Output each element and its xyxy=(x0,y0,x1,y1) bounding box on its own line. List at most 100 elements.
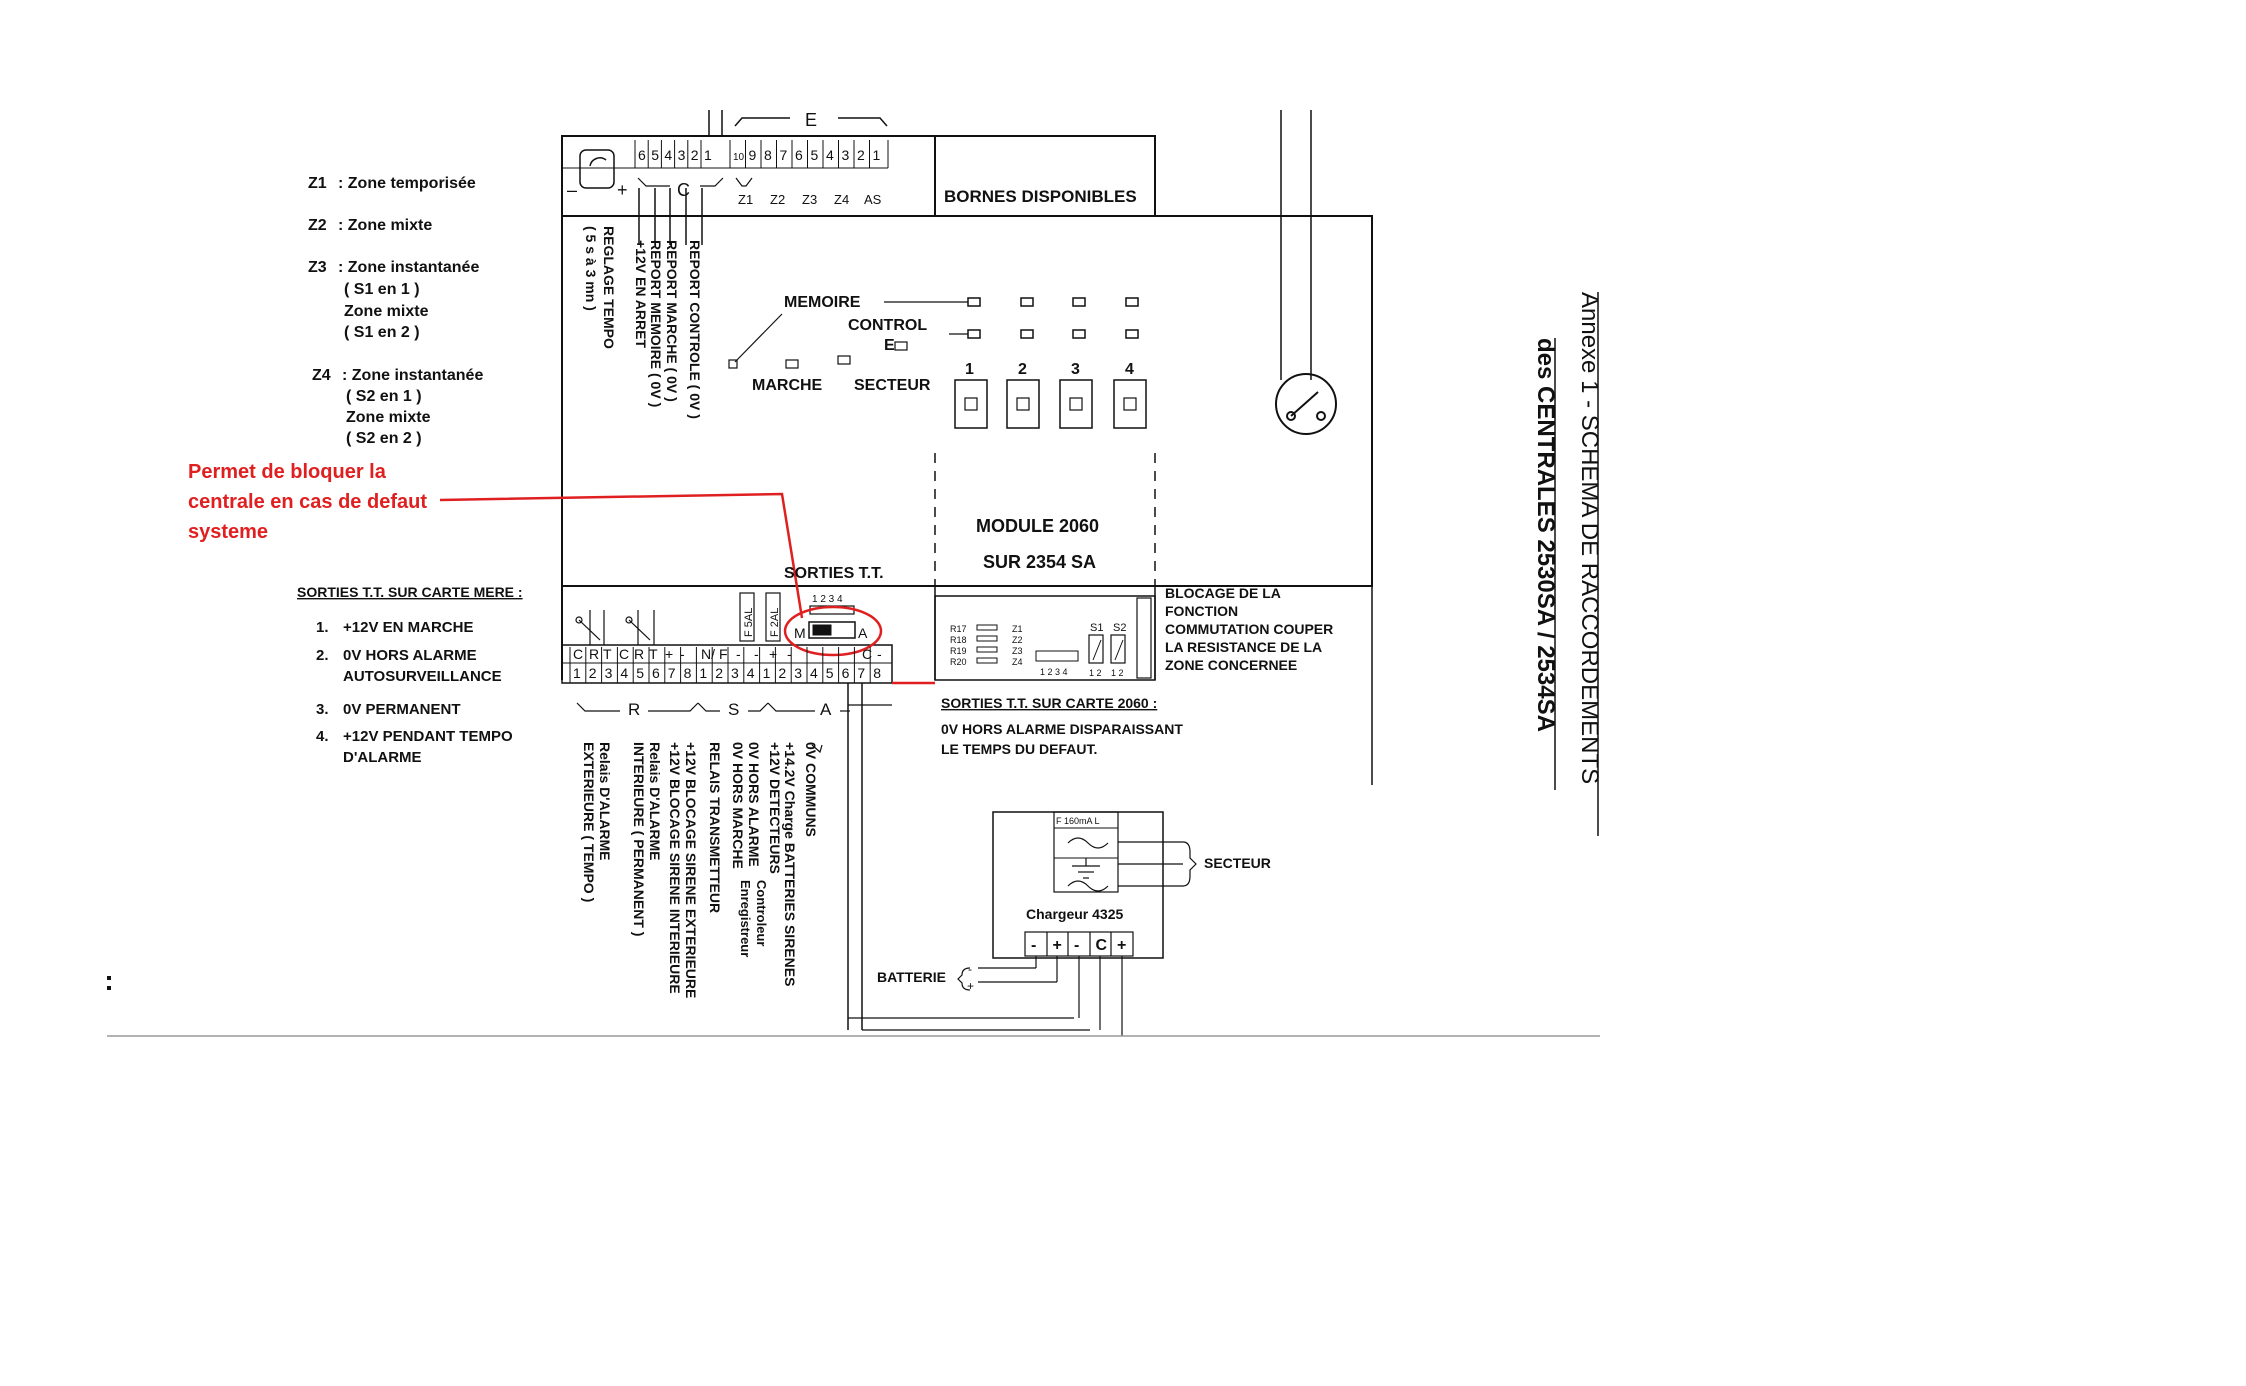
control-label: CONTROL xyxy=(848,317,927,334)
side-title-line2: des CENTRALES 2530SA / 2534SA xyxy=(1532,338,1559,732)
batterie-label: BATTERIE xyxy=(877,969,946,985)
hors-alarme-label: 0V HORS ALARME xyxy=(746,742,762,867)
strip-terminal-number: 3 xyxy=(794,665,802,681)
sorties-mere-num-3: 3. xyxy=(316,701,329,718)
strip-terminal-number: 5 xyxy=(636,665,644,681)
annotation-line3: systeme xyxy=(188,521,268,543)
strip-terminal-number: 8 xyxy=(873,665,881,681)
button-number-4: 4 xyxy=(1125,361,1134,378)
strip-terminal-label: - xyxy=(787,646,792,662)
sorties-2060-line1: 0V HORS ALARME DISPARAISSANT xyxy=(941,721,1183,737)
arret-label: +12V EN ARRET xyxy=(633,240,649,348)
annotation-line2: centrale en cas de defaut xyxy=(188,491,427,513)
relais-transmetteur-label: RELAIS TRANSMETTEUR xyxy=(707,742,723,913)
strip-terminal-number: 1 xyxy=(573,665,581,681)
marche-label: MARCHE xyxy=(752,377,823,394)
s1-pins: 1 2 xyxy=(1089,668,1102,678)
zone-terminal-label: Z1 xyxy=(738,192,753,207)
charger-terminal: C xyxy=(1096,937,1108,954)
zone-text-z3: : Zone instantanée xyxy=(338,259,479,276)
hors-marche-label: 0V HORS MARCHE xyxy=(730,742,746,869)
strip-terminal-number: 6 xyxy=(652,665,660,681)
int-relay-label-2: INTERIEURE ( PERMANENT ) xyxy=(631,742,647,936)
c-terminal: 2 xyxy=(691,147,699,163)
zone-z4-line2: ( S2 en 1 ) xyxy=(346,388,422,405)
module-pins: 1 2 3 4 xyxy=(1040,667,1068,677)
strip-terminal-label: R xyxy=(589,646,599,662)
strip-terminal-label: C xyxy=(862,646,872,662)
s1-label: S1 xyxy=(1090,622,1103,634)
strip-terminal-number: 4 xyxy=(620,665,628,681)
controle-report-label: REPORT CONTROLE ( 0V ) xyxy=(687,240,703,419)
strip-terminal-number: 4 xyxy=(810,665,818,681)
sorties-mere-item-2b: AUTOSURVEILLANCE xyxy=(343,668,502,685)
sorties-mere-num-1: 1. xyxy=(316,619,329,636)
sorties-mere-num-2: 2. xyxy=(316,647,329,664)
zone-z3-line3: Zone mixte xyxy=(344,303,429,320)
blocage-line5: ZONE CONCERNEE xyxy=(1165,657,1297,673)
sorties-tt-pins: 1 2 3 4 xyxy=(812,594,843,605)
zone-text-z4: : Zone instantanée xyxy=(342,367,483,384)
s2-label: S2 xyxy=(1113,622,1126,634)
module-subtitle: SUR 2354 SA xyxy=(983,552,1096,572)
int-relay-label: Relais D'ALARME xyxy=(647,742,663,860)
module-zone-label: Z3 xyxy=(1012,646,1023,656)
strip-terminal-label: + xyxy=(769,646,777,662)
tempo-range-label: ( 5 s à 3 mn ) xyxy=(583,226,599,311)
module-zone-label: Z1 xyxy=(1012,624,1023,634)
zone-code-z3: Z3 xyxy=(308,259,327,276)
sorties-2060-line2: LE TEMPS DU DEFAUT. xyxy=(941,741,1097,757)
sorties-mere-item-2: 0V HORS ALARME xyxy=(343,647,477,664)
c-terminal: 5 xyxy=(651,147,659,163)
strip-terminal-label: N/ xyxy=(701,646,715,662)
c-group-label: C xyxy=(677,180,690,200)
reglage-tempo-label: REGLAGE TEMPO xyxy=(601,226,617,349)
sorties-tt-title: SORTIES T.T. xyxy=(784,565,884,582)
e-terminal: 6 xyxy=(795,147,803,163)
memoire-label: MEMOIRE xyxy=(784,294,861,311)
annotation-line1: Permet de bloquer la xyxy=(188,461,387,483)
c-terminal: 6 xyxy=(638,147,646,163)
memoire-report-label: REPORT MEMOIRE ( 0V ) xyxy=(648,240,664,407)
tempo-minus: – xyxy=(567,180,577,200)
fuse2-label: F 2AL xyxy=(769,608,781,637)
c-terminal: 4 xyxy=(664,147,672,163)
bottom-terminal-strip xyxy=(561,644,893,684)
strip-terminal-number: 3 xyxy=(731,665,739,681)
module-zone-label: Z4 xyxy=(1012,657,1023,667)
blocage-line3: COMMUTATION COUPER xyxy=(1165,621,1333,637)
blocage-line1: BLOCAGE DE LA xyxy=(1165,585,1281,601)
sorties-mere-item-1: +12V EN MARCHE xyxy=(343,619,473,636)
batteries-label: +14.2V Charge BATTERIES SIRENES xyxy=(782,742,798,986)
strip-terminal-number: 7 xyxy=(857,665,865,681)
strip-terminal-label: - xyxy=(877,646,882,662)
ext-relay-label: Relais D'ALARME xyxy=(597,742,613,860)
strip-terminal-label: F xyxy=(719,646,728,662)
strip-terminal-label: R xyxy=(634,646,644,662)
zone-z4-line4: ( S2 en 2 ) xyxy=(346,430,422,447)
resistor-label: R18 xyxy=(950,635,967,645)
strip-terminal-number: 2 xyxy=(589,665,597,681)
controleur-label: Controleur xyxy=(754,880,769,946)
contact-symbol xyxy=(1275,373,1337,435)
sorties-mere-item-4b: D'ALARME xyxy=(343,749,422,766)
corner-mark xyxy=(107,976,111,980)
zone-text-z1: : Zone temporisée xyxy=(338,175,476,192)
charger-terminal: + xyxy=(1117,937,1126,954)
detecteurs-label: +12V DETECTEURS xyxy=(767,742,783,874)
zone-code-z1: Z1 xyxy=(308,175,327,192)
strip-terminal-number: 1 xyxy=(763,665,771,681)
e-terminal: 3 xyxy=(842,147,850,163)
e-terminal: 9 xyxy=(749,147,757,163)
zone-code-z4: Z4 xyxy=(312,367,331,384)
blocage-line2: FONCTION xyxy=(1165,603,1238,619)
e-terminal: 10 xyxy=(733,152,745,163)
zone-code-z2: Z2 xyxy=(308,217,327,234)
e-terminal: 2 xyxy=(857,147,865,163)
switch-a-label: A xyxy=(858,625,868,641)
strip-terminal-label: - xyxy=(680,646,685,662)
blocage-line4: LA RESISTANCE DE LA xyxy=(1165,639,1322,655)
sir-ext-label: +12V BLOCAGE SIRENE EXTERIEURE xyxy=(683,742,699,998)
strip-terminal-label: C xyxy=(573,646,583,662)
